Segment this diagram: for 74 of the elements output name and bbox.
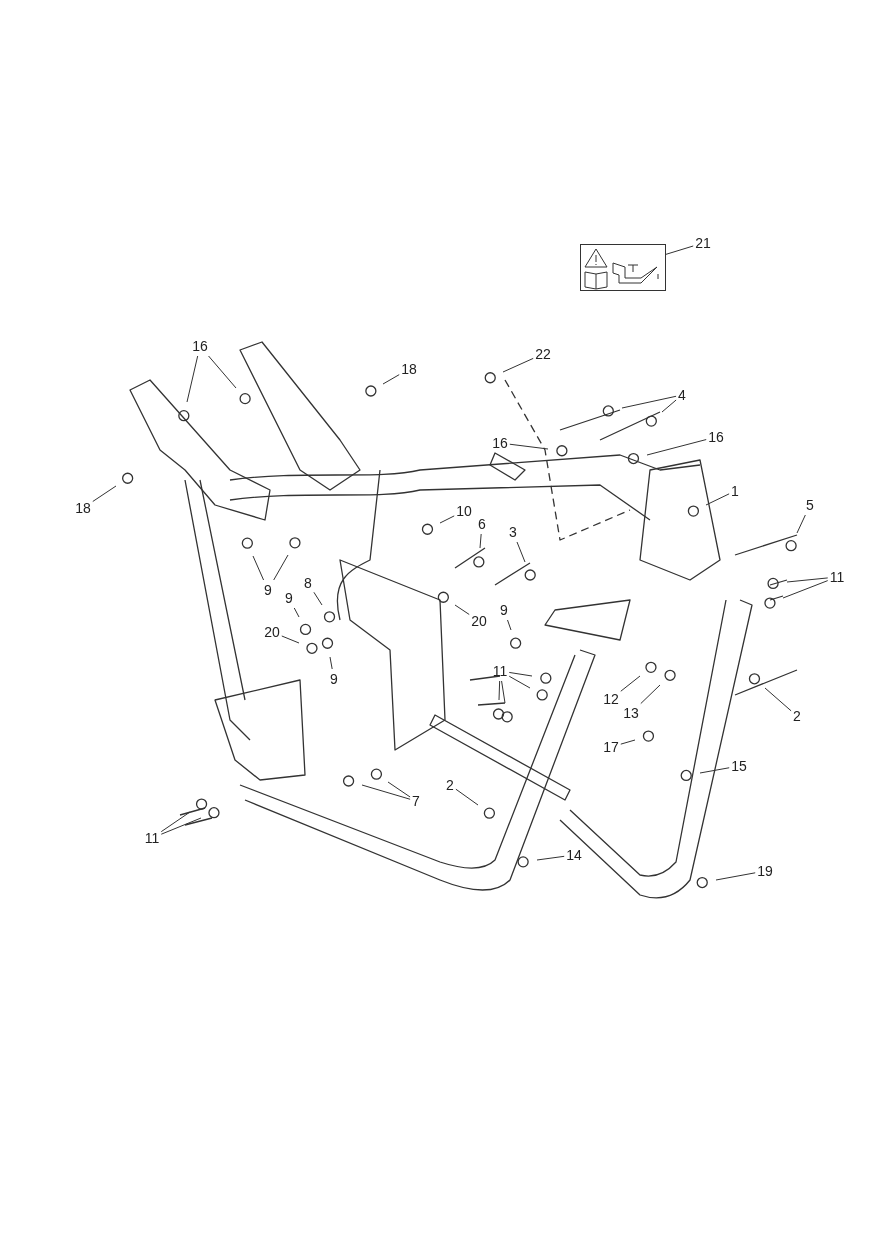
- callout-number: 9: [500, 602, 508, 618]
- callout-number: 16: [192, 338, 208, 354]
- leader-line: [764, 687, 792, 712]
- leader-line: [796, 514, 806, 534]
- callout-number: 22: [535, 346, 551, 362]
- leader-line: [252, 555, 265, 581]
- callout-number: 2: [793, 708, 801, 724]
- callout-number: 16: [492, 435, 508, 451]
- callout-number: 8: [304, 575, 312, 591]
- callout-number: 11: [144, 830, 160, 846]
- leader-line: [382, 374, 400, 385]
- leader-line: [186, 355, 199, 403]
- callout-number: 12: [603, 691, 619, 707]
- leader-line: [92, 485, 117, 502]
- leader-line: [786, 577, 829, 583]
- leader-line: [621, 395, 677, 409]
- warning-label: [580, 244, 666, 291]
- callout-number: 16: [708, 429, 724, 445]
- callout-number: 10: [456, 503, 472, 519]
- leader-line: [536, 855, 565, 861]
- callout-number: 3: [509, 524, 517, 540]
- callout-number: 5: [806, 497, 814, 513]
- leader-line: [498, 680, 501, 701]
- leader-line: [715, 872, 756, 881]
- leader-line: [620, 675, 641, 692]
- callout-number: 18: [401, 361, 417, 377]
- leader-line: [508, 671, 533, 677]
- leader-line: [661, 399, 677, 413]
- leader-line: [665, 245, 694, 255]
- leader-line: [640, 684, 661, 705]
- leader-line: [508, 675, 531, 689]
- callout-number: 18: [75, 500, 91, 516]
- leader-line: [502, 357, 534, 373]
- leader-line: [160, 811, 191, 833]
- leader-line: [208, 355, 237, 389]
- leader-line: [782, 580, 829, 599]
- leader-line: [646, 439, 707, 456]
- callout-number: 9: [285, 590, 293, 606]
- leader-line: [501, 680, 506, 704]
- callout-number: 6: [478, 516, 486, 532]
- callout-number: 9: [264, 582, 272, 598]
- leader-line: [699, 767, 730, 774]
- leader-line: [313, 591, 323, 606]
- callout-number: 15: [731, 758, 747, 774]
- callout-number: 13: [623, 705, 639, 721]
- callout-number: 21: [695, 235, 711, 251]
- leader-line: [281, 635, 300, 644]
- callout-number: 1: [731, 483, 739, 499]
- leader-line: [620, 739, 636, 745]
- leader-line: [273, 554, 289, 581]
- callout-number: 19: [757, 863, 773, 879]
- leader-line: [479, 533, 482, 549]
- leader-line: [293, 607, 300, 618]
- callout-number: 4: [678, 387, 686, 403]
- callout-number: 11: [492, 663, 508, 679]
- leader-line: [454, 604, 470, 615]
- leader-line: [705, 493, 730, 506]
- leader-line: [387, 781, 411, 798]
- leader-line: [160, 817, 202, 835]
- callout-number: 14: [566, 847, 582, 863]
- leader-line: [516, 541, 526, 563]
- leader-line: [361, 784, 411, 800]
- callout-number: 2: [446, 777, 454, 793]
- callout-number: 17: [603, 739, 619, 755]
- callout-number: 11: [829, 569, 845, 585]
- leader-line: [329, 656, 333, 670]
- leader-line: [439, 515, 455, 524]
- callout-number: 20: [264, 624, 280, 640]
- leader-line: [507, 619, 512, 631]
- leader-line: [455, 788, 479, 806]
- callout-number: 7: [412, 793, 420, 809]
- callout-number: 20: [471, 613, 487, 629]
- callout-number: 9: [330, 671, 338, 687]
- leader-line: [509, 443, 549, 450]
